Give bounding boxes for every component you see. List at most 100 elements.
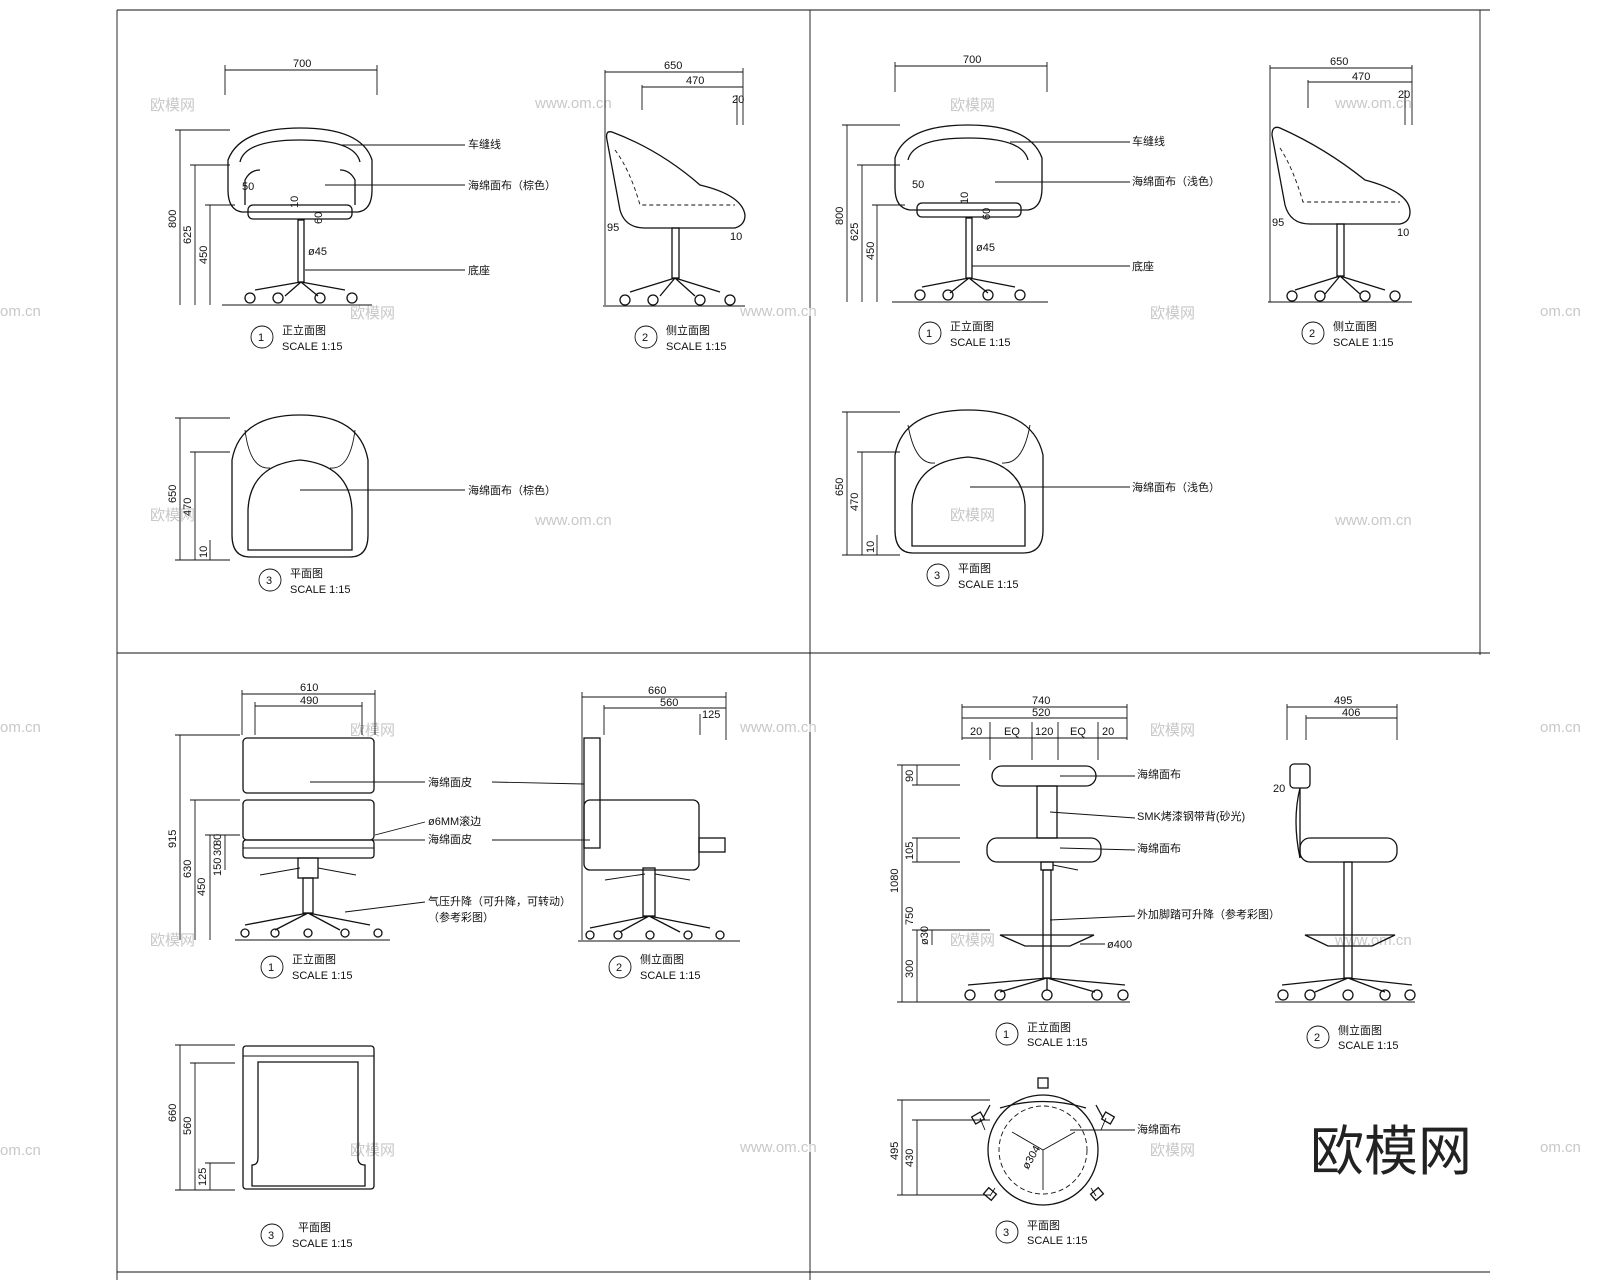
- dim-seat-height: 450: [198, 246, 210, 264]
- dim-depth: 660: [648, 685, 666, 697]
- watermark-site: www.om.cn: [739, 303, 817, 320]
- q3-front-elevation: 610 490 915 630 450 150 30 80 海绵面皮 ø6MM滚…: [167, 682, 571, 982]
- view-title: 平面图: [290, 567, 323, 580]
- dim-front: 10: [865, 541, 877, 553]
- watermark-site: om.cn: [1540, 1139, 1581, 1156]
- dim-seat: 470: [182, 498, 194, 516]
- dim-depth: 650: [1330, 56, 1348, 68]
- dim-seat: 430: [904, 1149, 916, 1167]
- view-scale: SCALE 1:15: [1027, 1037, 1088, 1049]
- dim-cushion: 150: [212, 858, 224, 876]
- watermark-site: www.om.cn: [534, 512, 612, 529]
- view-number: 1: [258, 332, 264, 344]
- watermark-site: www.om.cn: [739, 1139, 817, 1156]
- watermark-site: om.cn: [1540, 303, 1581, 320]
- dim-width: 700: [293, 58, 311, 70]
- dim-base: 95: [1272, 217, 1284, 229]
- view-title: 正立面图: [282, 323, 326, 337]
- callout-seat: 海绵面皮: [428, 832, 472, 846]
- dim-height: 800: [167, 210, 179, 228]
- dim-cushion: 60: [981, 208, 993, 220]
- watermark-text: 欧模网: [350, 305, 395, 322]
- callout-back: 海绵面布: [1137, 767, 1181, 781]
- watermark-site: om.cn: [0, 1142, 41, 1159]
- callout-frame: SMK烤漆钢带背(砂光): [1137, 809, 1245, 823]
- view-title: 平面图: [958, 562, 991, 575]
- dim-foot: 10: [730, 231, 742, 243]
- dim-seat-diameter: ø304: [1020, 1144, 1043, 1172]
- dim-column: ø45: [308, 246, 327, 258]
- watermark-site: www.om.cn: [534, 95, 612, 112]
- q1-plan-view: 650 470 10 海绵面布（棕色） 3 平面图 SCALE 1:15: [167, 414, 556, 596]
- dim-height: 915: [167, 830, 179, 848]
- dim-arm-height: 625: [849, 223, 861, 241]
- dim-center: 120: [1035, 726, 1053, 738]
- dim-eq: EQ: [1004, 726, 1020, 738]
- view-number: 2: [1314, 1032, 1320, 1044]
- watermark-text: 欧模网: [150, 507, 195, 524]
- dim-column: ø45: [976, 242, 995, 254]
- dim-seat-depth: 470: [686, 75, 704, 87]
- view-number: 2: [616, 962, 622, 974]
- callout-fabric: 海绵面布（浅色）: [1132, 174, 1220, 188]
- watermark-text: 欧模网: [1150, 305, 1195, 322]
- dim-ring-height: 300: [904, 960, 916, 978]
- q4-side-elevation: 495 406 20 2 侧立面图 SCALE 1:15: [1273, 695, 1416, 1052]
- view-title: 正立面图: [1027, 1020, 1071, 1034]
- callout-base: 底座: [1132, 259, 1154, 273]
- dim-front: 125: [197, 1168, 209, 1186]
- dim-depth: 660: [167, 1104, 179, 1122]
- dim-seat: 560: [182, 1117, 194, 1135]
- dim-depth: 650: [834, 478, 846, 496]
- watermark-site: om.cn: [1540, 719, 1581, 736]
- dim-foot: 10: [1397, 227, 1409, 239]
- dim-depth: 650: [167, 485, 179, 503]
- view-scale: SCALE 1:15: [958, 579, 1019, 591]
- dim-depth: 495: [1334, 695, 1352, 707]
- view-number: 2: [1309, 328, 1315, 340]
- view-scale: SCALE 1:15: [950, 337, 1011, 349]
- callout-fabric: 海绵面布: [1137, 1122, 1181, 1136]
- view-scale: SCALE 1:15: [290, 584, 351, 596]
- q1-front-elevation: 700 800 625 450 50 10 60 ø45 车缝线 海绵面布（棕色…: [167, 58, 556, 353]
- watermark-text: 欧模网: [350, 1142, 395, 1159]
- callout-fabric: 海绵面布（棕色）: [468, 483, 556, 497]
- dim-seat: 470: [849, 493, 861, 511]
- watermark-text: 欧模网: [950, 97, 995, 114]
- view-number: 1: [1003, 1029, 1009, 1041]
- view-scale: SCALE 1:15: [292, 1238, 353, 1250]
- dim-arm: 80: [212, 834, 224, 846]
- dim-height: 800: [834, 207, 846, 225]
- dim-arm-height: 625: [182, 226, 194, 244]
- dim-arm: 50: [242, 181, 254, 193]
- view-title: 侧立面图: [1333, 319, 1377, 333]
- view-scale: SCALE 1:15: [640, 970, 701, 982]
- callout-stitch: 车缝线: [468, 137, 501, 151]
- dim-front: 10: [198, 546, 210, 558]
- view-title: 侧立面图: [1338, 1023, 1382, 1037]
- dim-width: 740: [1032, 695, 1050, 707]
- view-number: 3: [934, 570, 940, 582]
- dim-depth: 650: [664, 60, 682, 72]
- view-number: 3: [268, 1230, 274, 1242]
- callout-base: 气压升降（可升降，可转动）: [428, 894, 571, 908]
- watermark-text: 欧模网: [1150, 1142, 1195, 1159]
- dim-back-thickness: 20: [1273, 783, 1285, 795]
- watermark-text: 欧模网: [350, 722, 395, 739]
- dim-piping: 30: [212, 844, 224, 856]
- q3-side-elevation: 660 560 125 2 侧立面图 SCALE 1:15: [491, 685, 740, 982]
- view-title: 侧立面图: [666, 323, 710, 337]
- watermark-text: 欧模网: [150, 932, 195, 949]
- view-scale: SCALE 1:15: [1338, 1040, 1399, 1052]
- view-scale: SCALE 1:15: [1027, 1235, 1088, 1247]
- view-number: 2: [642, 332, 648, 344]
- dim-margin: 20: [970, 726, 982, 738]
- q2-side-elevation: 650 470 20 95 10 2 侧立面图 SCALE 1:15: [1268, 56, 1413, 349]
- dim-gap: 10: [289, 196, 301, 208]
- watermark-site: www.om.cn: [1334, 95, 1412, 112]
- dim-seat-height: 450: [196, 878, 208, 896]
- dim-seat-depth: 470: [1352, 71, 1370, 83]
- q2-plan-view: 650 470 10 海绵面布（浅色） 3 平面图 SCALE 1:15: [834, 409, 1220, 591]
- view-scale: SCALE 1:15: [666, 341, 727, 353]
- view-title: 侧立面图: [640, 952, 684, 966]
